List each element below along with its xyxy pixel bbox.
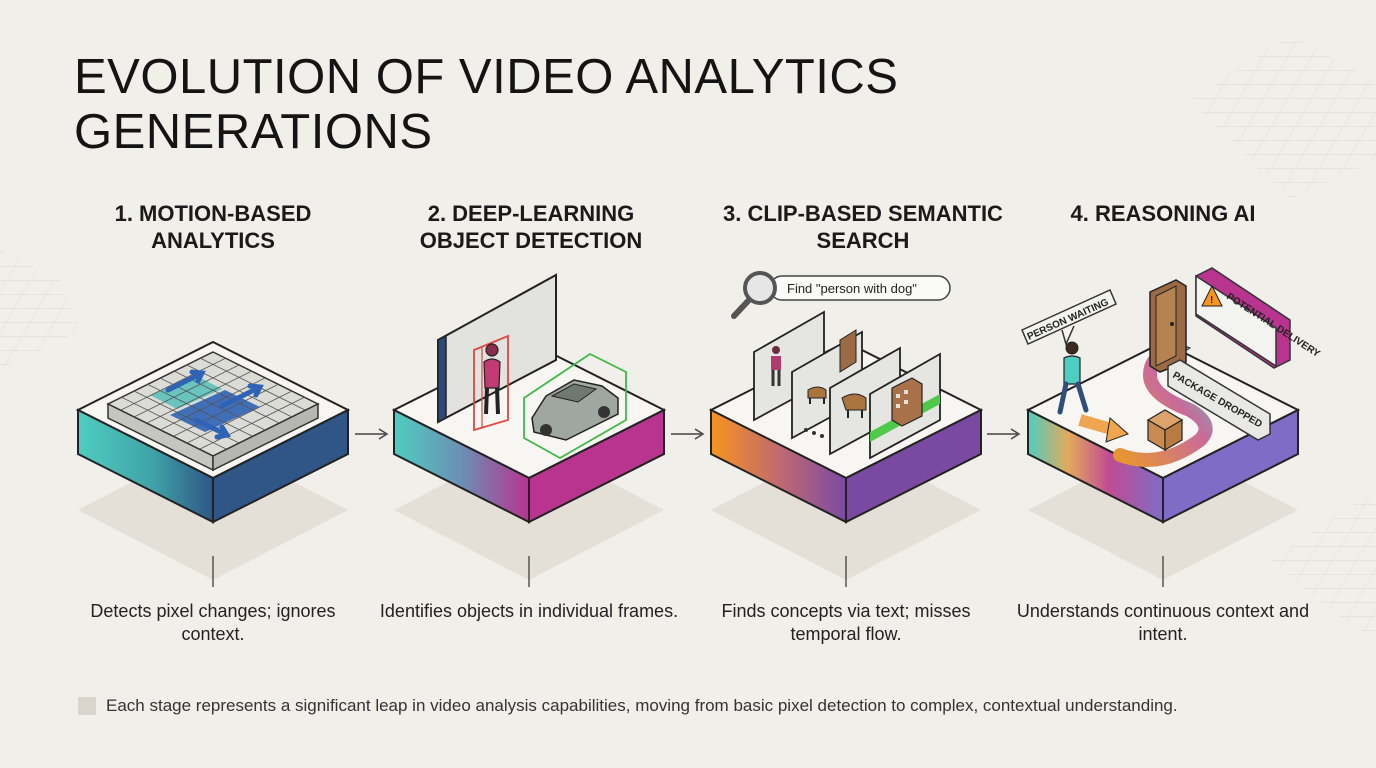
- search-query-text: Find "person with dog": [787, 281, 917, 296]
- stage-2-caption: Identifies objects in individual frames.: [379, 600, 679, 623]
- footer-text: Each stage represents a significant leap…: [106, 696, 1178, 716]
- background-grid-left: [0, 250, 80, 370]
- footer-square-icon: [78, 697, 96, 715]
- callout-potential-delivery: ! POTENTIAL DELIVERY: [1196, 268, 1322, 368]
- stage-2-platform: [394, 342, 664, 580]
- building-icon: [892, 378, 922, 426]
- stage-3-caption: Finds concepts via text; misses temporal…: [696, 600, 996, 646]
- background-grid-top-right: [1190, 35, 1376, 200]
- flow-arrow-1: [355, 429, 387, 439]
- magnifier-icon: [734, 273, 775, 316]
- stage-1-caption: Detects pixel changes; ignores context.: [63, 600, 363, 646]
- callout-person-waiting: PERSON WAITING: [1022, 290, 1116, 344]
- footer-note: Each stage represents a significant leap…: [78, 695, 1178, 717]
- door-icon: [1150, 280, 1186, 372]
- search-bar: Find "person with dog": [770, 276, 950, 300]
- flow-arrow-3: [987, 429, 1019, 439]
- svg-text:!: !: [1210, 295, 1213, 306]
- stage-4-caption: Understands continuous context and inten…: [1013, 600, 1313, 646]
- flow-arrow-2: [671, 429, 703, 439]
